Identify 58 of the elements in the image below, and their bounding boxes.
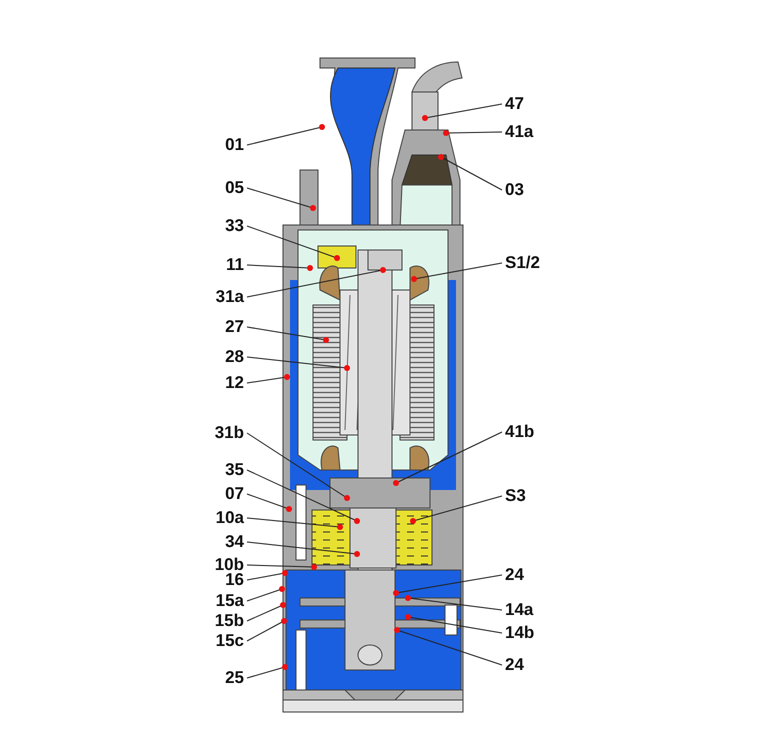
callout-number: 27 bbox=[225, 318, 244, 336]
callout-number: 07 bbox=[225, 485, 244, 503]
callout-number: 01 bbox=[225, 136, 244, 154]
leader-line bbox=[246, 470, 360, 524]
leader-line bbox=[246, 518, 343, 530]
leader-line bbox=[246, 124, 325, 146]
leader-line bbox=[393, 432, 502, 486]
callout-number: 25 bbox=[225, 669, 244, 687]
leader-line bbox=[443, 130, 502, 136]
leader-line bbox=[246, 494, 292, 512]
leader-line bbox=[246, 586, 285, 602]
leader-line bbox=[394, 627, 502, 666]
leader-line bbox=[438, 154, 502, 190]
leader-line bbox=[246, 356, 350, 371]
leader-line bbox=[246, 326, 329, 343]
leader-line bbox=[246, 432, 350, 501]
callout-number: 24 bbox=[505, 566, 524, 584]
callout-number: 34 bbox=[225, 533, 244, 551]
callout-number: 31b bbox=[214, 424, 244, 442]
callout-number: S1/2 bbox=[505, 254, 540, 272]
callout-number: 33 bbox=[225, 217, 244, 235]
leader-line bbox=[246, 564, 317, 570]
leader-line bbox=[246, 374, 290, 384]
callout-number: 31a bbox=[216, 288, 244, 306]
leader-line bbox=[246, 664, 288, 678]
callout-number: 10b bbox=[214, 556, 244, 574]
callout-number: 05 bbox=[225, 179, 244, 197]
callout-number: 15c bbox=[216, 632, 244, 650]
leader-line bbox=[246, 542, 360, 557]
leader-line bbox=[405, 614, 502, 634]
leader-line bbox=[246, 188, 316, 211]
callout-number: 10a bbox=[216, 509, 244, 527]
callout-number: 41b bbox=[505, 423, 534, 441]
callout-number: 16 bbox=[225, 571, 244, 589]
leader-line bbox=[246, 570, 288, 580]
leader-line bbox=[246, 264, 313, 271]
callout-number: 41a bbox=[505, 123, 534, 141]
leader-line bbox=[246, 226, 340, 261]
callout-number: 24 bbox=[505, 656, 524, 674]
callout-number: 12 bbox=[225, 374, 244, 392]
leader-line bbox=[405, 595, 502, 610]
callout-number: 47 bbox=[505, 95, 524, 113]
leader-line bbox=[410, 496, 502, 524]
callout-number: 14b bbox=[505, 624, 534, 642]
leader-line bbox=[246, 618, 287, 642]
leader-line bbox=[246, 267, 386, 298]
leader-line bbox=[246, 602, 286, 622]
callout-number: 14a bbox=[505, 601, 534, 619]
leader-line bbox=[422, 104, 502, 121]
callout-number: S3 bbox=[505, 487, 526, 505]
callout-number: 35 bbox=[225, 461, 244, 479]
callout-number: 28 bbox=[225, 348, 244, 366]
callout-number: 03 bbox=[505, 181, 524, 199]
callout-number: 15a bbox=[216, 592, 244, 610]
leader-line bbox=[411, 262, 502, 282]
callout-number: 15b bbox=[214, 612, 244, 630]
leader-line bbox=[393, 574, 502, 596]
callout-number: 11 bbox=[226, 256, 244, 274]
